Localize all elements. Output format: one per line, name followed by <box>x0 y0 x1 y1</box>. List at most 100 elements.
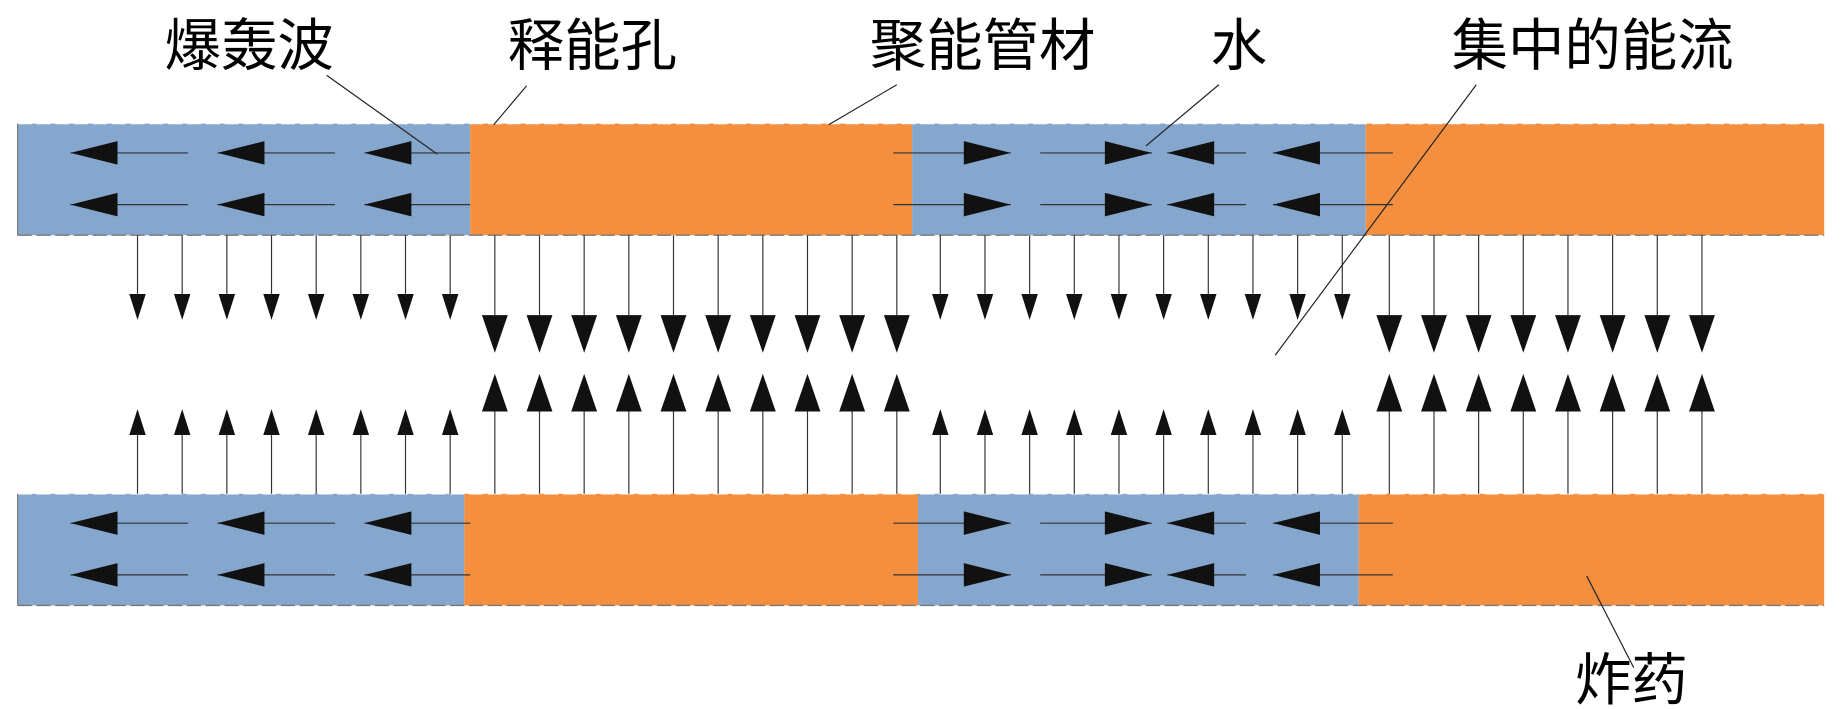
arrow-up-icon <box>441 409 459 436</box>
tube-bars <box>17 122 1825 607</box>
arrow-left-icon <box>217 141 265 165</box>
arrow-up-icon <box>883 373 910 412</box>
arrow-up-icon <box>1334 409 1351 436</box>
arrow-up-icon <box>1689 373 1715 412</box>
arrow-up-icon <box>218 409 236 436</box>
arrow-down-icon <box>1110 293 1128 320</box>
explosive-segment <box>470 123 913 236</box>
arrow-down-icon <box>1421 315 1447 353</box>
arrow-up-icon <box>481 373 508 412</box>
arrow-right-icon <box>1104 511 1152 535</box>
arrow-down-icon <box>526 315 553 353</box>
arrow-right-icon <box>963 192 1011 217</box>
arrow-right-icon <box>1104 192 1152 217</box>
arrow-up-icon <box>1200 409 1217 436</box>
arrow-down-icon <box>1155 293 1172 320</box>
arrow-down-icon <box>794 315 821 353</box>
vertical-arrows <box>129 235 1715 494</box>
arrow-up-icon <box>1110 409 1128 436</box>
arrow-up-icon <box>1244 409 1262 436</box>
arrow-up-icon <box>1421 373 1447 412</box>
arrow-left-icon <box>1167 141 1215 165</box>
arrow-down-icon <box>883 315 910 353</box>
arrow-down-icon <box>1376 315 1403 353</box>
water-segment <box>17 123 471 236</box>
leader-energy-flow <box>1274 84 1477 356</box>
arrow-down-icon <box>976 293 994 320</box>
arrow-left-icon <box>70 511 118 535</box>
arrow-left-icon <box>217 192 265 217</box>
arrow-up-icon <box>307 409 325 436</box>
arrow-up-icon <box>976 409 994 436</box>
arrow-down-icon <box>660 315 687 353</box>
arrow-left-icon <box>364 511 412 535</box>
arrow-up-icon <box>397 409 414 436</box>
arrow-down-icon <box>1465 315 1492 353</box>
arrow-down-icon <box>571 315 598 353</box>
label-energy-release-hole: 释能孔 <box>508 14 677 79</box>
leader-energy-release-hole <box>493 85 528 126</box>
label-water: 水 <box>1211 14 1267 79</box>
arrow-left-icon <box>70 192 118 217</box>
arrow-left-icon <box>1167 192 1215 217</box>
arrow-down-icon <box>1644 315 1671 353</box>
arrow-down-icon <box>615 315 642 353</box>
arrow-up-icon <box>1155 409 1172 436</box>
leader-water <box>1145 84 1220 147</box>
arrow-left-icon <box>70 141 118 165</box>
arrow-down-icon <box>1066 293 1083 320</box>
arrow-left-icon <box>364 192 412 217</box>
arrow-up-icon <box>1376 373 1403 412</box>
arrow-up-icon <box>705 373 732 412</box>
arrow-down-icon <box>1200 293 1217 320</box>
arrow-down-icon <box>263 293 280 320</box>
label-explosive: 炸药 <box>1575 648 1688 709</box>
arrow-left-icon <box>217 511 265 535</box>
arrow-up-icon <box>1289 409 1306 436</box>
arrow-down-icon <box>173 293 191 320</box>
label-concentrated-energy-flow: 集中的能流 <box>1452 14 1734 79</box>
arrow-left-icon <box>1167 511 1215 535</box>
arrow-down-icon <box>1244 293 1262 320</box>
arrow-up-icon <box>263 409 280 436</box>
arrow-down-icon <box>749 315 776 353</box>
arrow-left-icon <box>1272 563 1320 587</box>
arrow-left-icon <box>364 563 412 587</box>
arrow-down-icon <box>441 293 459 320</box>
arrow-left-icon <box>1272 192 1320 217</box>
arrow-down-icon <box>218 293 236 320</box>
arrow-up-icon <box>932 409 949 436</box>
arrow-down-icon <box>1510 315 1537 353</box>
arrow-up-icon <box>615 373 642 412</box>
leader-energy-tube <box>828 84 898 126</box>
arrow-left-icon <box>70 563 118 587</box>
arrow-up-icon <box>571 373 598 412</box>
arrow-down-icon <box>307 293 325 320</box>
leader-lines <box>326 74 1635 669</box>
horizontal-arrows <box>70 141 1393 587</box>
arrow-down-icon <box>839 315 866 353</box>
arrow-down-icon <box>705 315 732 353</box>
arrow-down-icon <box>352 293 370 320</box>
arrow-down-icon <box>1689 315 1715 353</box>
arrow-down-icon <box>1021 293 1038 320</box>
arrow-left-icon <box>217 563 265 587</box>
leader-detonation-wave <box>326 74 438 155</box>
arrow-up-icon <box>526 373 553 412</box>
label-energy-gathering-tube: 聚能管材 <box>870 14 1096 79</box>
arrow-up-icon <box>352 409 370 436</box>
arrow-right-icon <box>963 511 1011 535</box>
arrow-up-icon <box>1066 409 1083 436</box>
arrow-up-icon <box>1555 373 1581 412</box>
arrow-right-icon <box>1104 141 1152 165</box>
arrow-up-icon <box>1644 373 1671 412</box>
arrow-up-icon <box>794 373 821 412</box>
water-segment <box>917 493 1359 606</box>
arrow-up-icon <box>1021 409 1038 436</box>
arrow-left-icon <box>1167 563 1215 587</box>
arrow-down-icon <box>1599 315 1626 353</box>
arrow-down-icon <box>129 293 146 320</box>
arrow-up-icon <box>749 373 776 412</box>
